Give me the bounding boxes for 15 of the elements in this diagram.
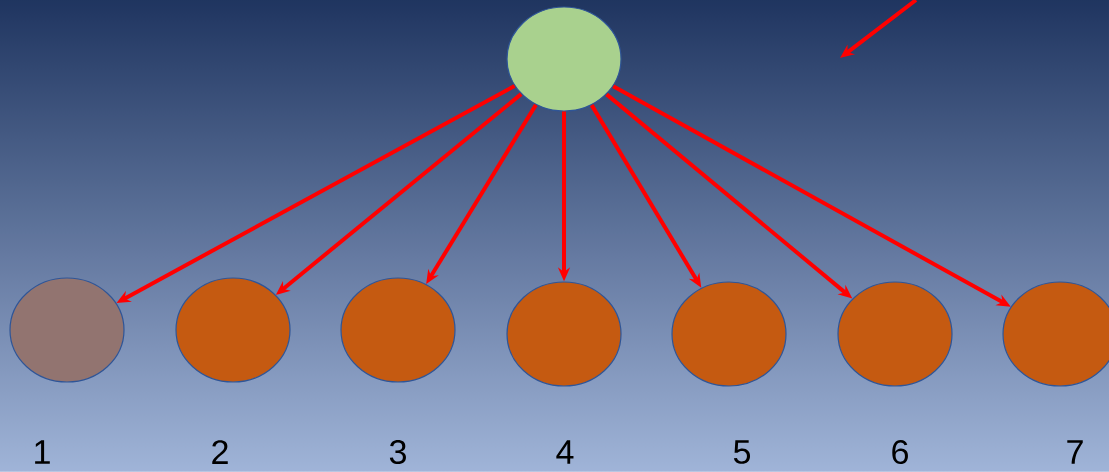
circle — [1002, 281, 1109, 387]
number-label: 5 — [733, 440, 751, 464]
number-label: 1 — [35, 440, 50, 464]
number-label: 6 — [892, 439, 908, 465]
circle — [837, 281, 953, 387]
circle — [340, 277, 456, 383]
circle — [175, 277, 291, 383]
number-label: 7 — [1067, 440, 1083, 464]
circle — [506, 6, 622, 112]
number-label: 2 — [212, 440, 228, 464]
circle — [9, 277, 125, 383]
number-label: 4 — [556, 440, 574, 464]
circle — [506, 281, 622, 387]
circle — [671, 281, 787, 387]
number-label: 3 — [389, 439, 406, 465]
